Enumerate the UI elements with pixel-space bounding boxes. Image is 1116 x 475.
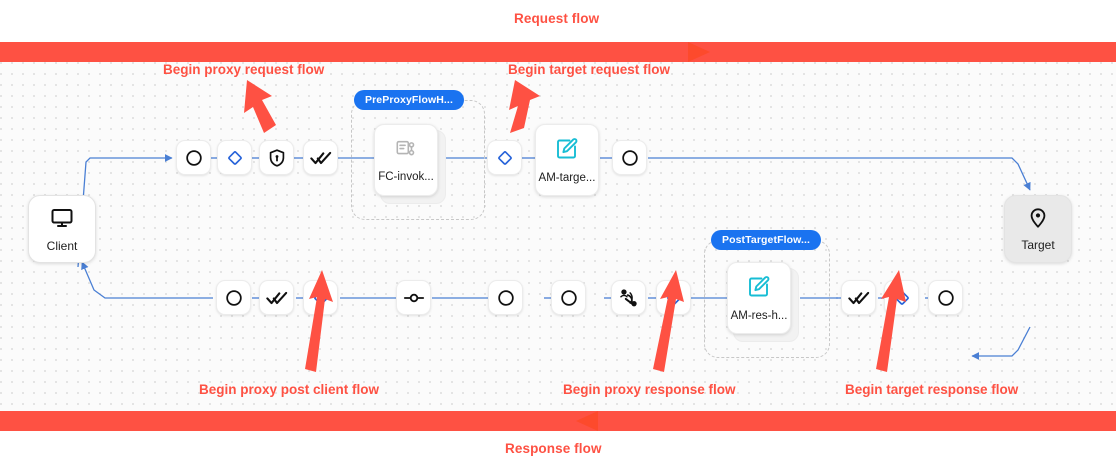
blue-diamond-icon (495, 148, 515, 168)
policy-node-req-flowstart[interactable] (176, 140, 211, 175)
annotation-begin-proxy-post-client-flow: Begin proxy post client flow (199, 382, 380, 397)
response-flow-arrow-icon (576, 411, 598, 431)
am-res-hook-node[interactable]: AM-res-h... (727, 262, 791, 334)
policy-node-res-proxy-hook[interactable] (656, 280, 691, 315)
flow-canvas[interactable]: PreProxyFlowH... FC-invok... PostTargetF… (0, 62, 1116, 411)
policy-node-res-target-hook[interactable] (884, 280, 919, 315)
policy-node-res-verify[interactable] (259, 280, 294, 315)
request-flow-label: Request flow (514, 11, 600, 26)
am-res-hook-node-label: AM-res-h... (730, 309, 788, 322)
blue-diamond-icon (225, 148, 245, 168)
policy-node-res-step3[interactable] (551, 280, 586, 315)
response-flow-label: Response flow (505, 441, 602, 456)
policy-node-res-end[interactable] (928, 280, 963, 315)
response-flow-banner (0, 411, 1116, 431)
endpoint-target[interactable]: Target (1004, 195, 1072, 263)
edit-square-icon (555, 137, 579, 166)
double-check-icon (309, 147, 332, 169)
edit-square-icon (747, 275, 771, 304)
fc-invoke-node[interactable]: FC-invok... (374, 124, 438, 196)
am-target-node-label: AM-targe... (538, 171, 596, 184)
policy-node-req-proxy-hook[interactable] (217, 140, 252, 175)
group-chip-post-target-flow-hook[interactable]: PostTargetFlow... (711, 230, 822, 250)
policy-node-res-node[interactable] (396, 280, 431, 315)
monitor-icon (50, 206, 74, 235)
policy-node-req-security[interactable] (259, 140, 294, 175)
group-chip-pre-proxy-flow-hook[interactable]: PreProxyFlowH... (354, 90, 464, 110)
fc-invoke-node-label: FC-invok... (378, 170, 434, 183)
blue-diamond-icon (892, 288, 912, 308)
edge-connectors (77, 154, 1031, 360)
broadcast-icon (618, 287, 640, 309)
annotation-begin-target-response-flow: Begin target response flow (845, 382, 1019, 397)
double-check-icon (847, 287, 870, 309)
node-link-icon (403, 287, 425, 309)
annotation-begin-proxy-response-flow: Begin proxy response flow (563, 382, 736, 397)
circle-icon (620, 148, 640, 168)
endpoint-target-label: Target (1021, 237, 1055, 252)
policy-node-req-endstep[interactable] (612, 140, 647, 175)
shield-lock-icon (267, 148, 287, 168)
circle-icon (224, 288, 244, 308)
flow-callout-icon (395, 138, 417, 165)
endpoint-client-label: Client (46, 238, 78, 253)
policy-node-res-publish[interactable] (611, 280, 646, 315)
endpoint-client[interactable]: Client (28, 195, 96, 263)
policy-node-res-postclient[interactable] (303, 280, 338, 315)
blue-diamond-icon (311, 288, 331, 308)
circle-icon (496, 288, 516, 308)
policy-node-res-verify2[interactable] (841, 280, 876, 315)
request-flow-banner (0, 42, 1116, 62)
location-pin-icon (1027, 207, 1049, 234)
request-flow-arrow-icon (688, 42, 710, 62)
annotation-begin-proxy-request-flow: Begin proxy request flow (163, 62, 325, 77)
policy-node-res-step1[interactable] (216, 280, 251, 315)
circle-icon (936, 288, 956, 308)
policy-node-req-verify[interactable] (303, 140, 338, 175)
circle-icon (559, 288, 579, 308)
circle-icon (184, 148, 204, 168)
double-check-icon (265, 287, 288, 309)
am-target-node[interactable]: AM-targe... (535, 124, 599, 196)
annotation-begin-target-request-flow: Begin target request flow (508, 62, 671, 77)
blue-diamond-icon (664, 288, 684, 308)
policy-node-req-target-hook[interactable] (487, 140, 522, 175)
policy-node-res-step2[interactable] (488, 280, 523, 315)
